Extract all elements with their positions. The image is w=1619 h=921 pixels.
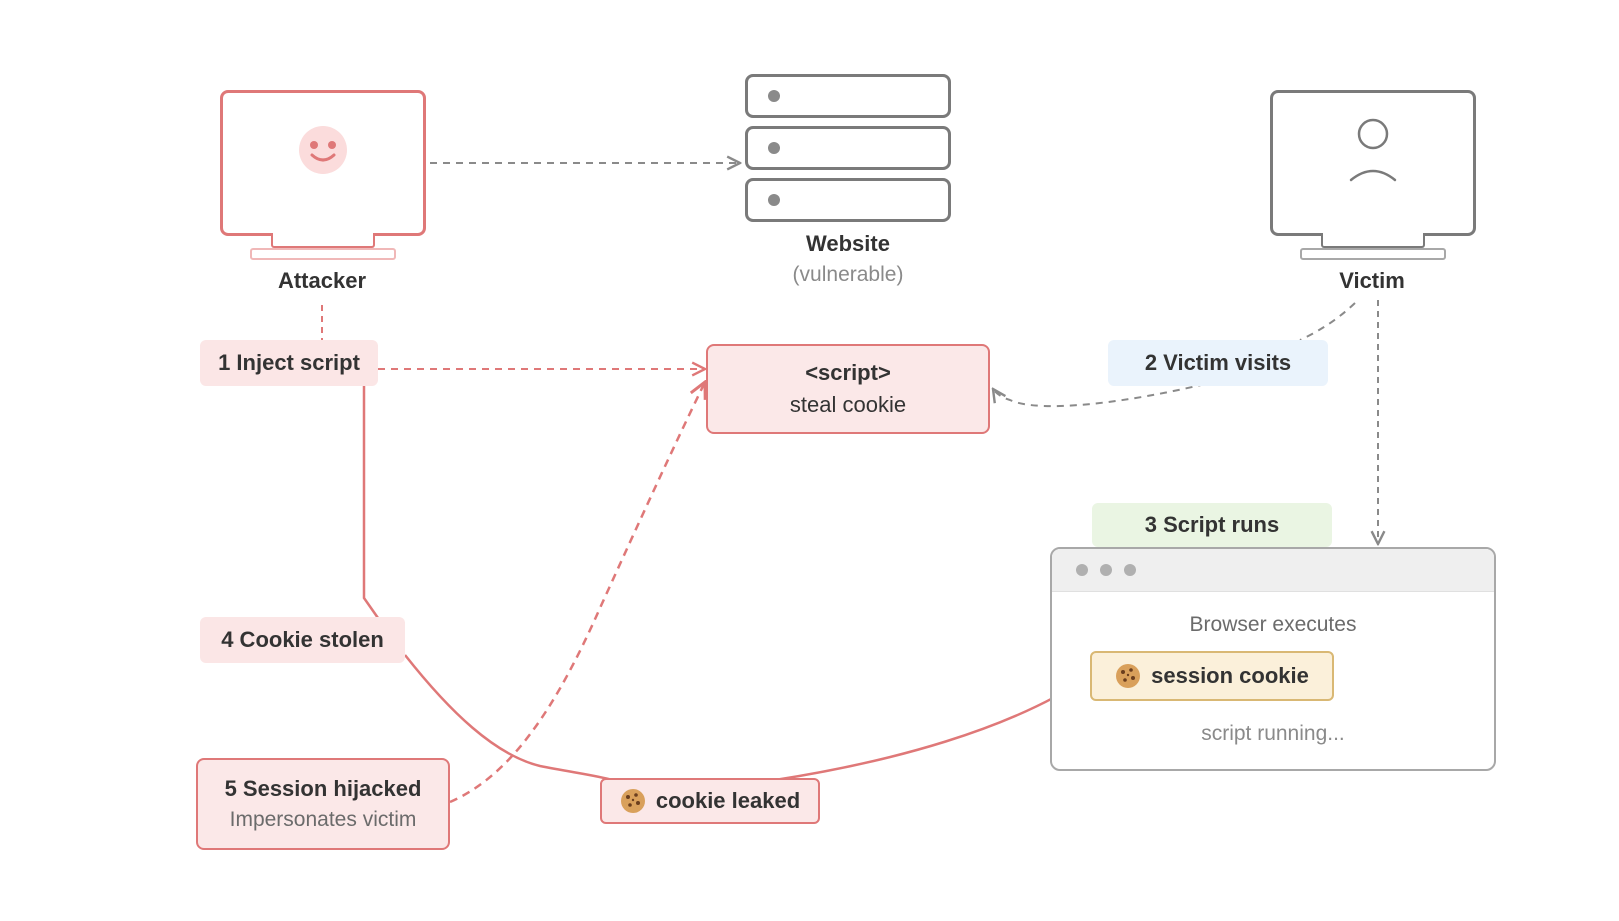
line-leak-to-session-cookie: [774, 674, 1091, 782]
victim-browser-window: Browser executes session cookie script r…: [1050, 547, 1496, 771]
attacker-monitor-neck: [271, 233, 375, 248]
step4-cookie-stolen: 4 Cookie stolen: [200, 617, 405, 663]
website-server: [745, 74, 951, 224]
script-tag-text: <script>: [805, 360, 891, 385]
victim-label: Victim: [1339, 268, 1405, 293]
victim-monitor-neck: [1321, 233, 1425, 248]
attacker-monitor-base: [250, 248, 396, 260]
impersonates-victim-text: Impersonates victim: [229, 808, 417, 831]
server-stack-icon: [745, 74, 951, 224]
window-dot: [1076, 564, 1088, 576]
session-cookie-label: session cookie: [1151, 663, 1309, 688]
cookie-icon: [1116, 664, 1141, 688]
server-unit: [745, 126, 951, 170]
attacker-computer: [220, 90, 426, 265]
step3-script-runs: 3 Script runs: [1092, 503, 1332, 547]
step1-inject-script: 1 Inject script: [200, 340, 378, 386]
cookie-leaked-box: cookie leaked: [600, 778, 820, 824]
smiley-face-icon: [299, 126, 347, 174]
server-led: [768, 194, 780, 206]
website-sublabel: (vulnerable): [792, 263, 904, 286]
script-running-text: script running...: [1201, 722, 1345, 745]
attacker-label: Attacker: [277, 268, 367, 293]
line-step4-to-leak: [404, 654, 613, 782]
cookie-icon: [620, 789, 645, 813]
step2-victim-visits: 2 Victim visits: [1108, 340, 1328, 386]
browser-title-bar: [1052, 549, 1494, 592]
server-led: [768, 90, 780, 102]
steal-cookie-text: steal cookie: [789, 392, 907, 417]
line-step1-to-step4: [362, 385, 380, 619]
cookie-leaked-label: cookie leaked: [655, 788, 801, 813]
victim-monitor-base: [1300, 248, 1446, 260]
arrow-step2-to-script: [993, 383, 1206, 408]
session-cookie-box: session cookie: [1090, 651, 1334, 701]
step5-session-hijacked-box: 5 Session hijacked Impersonates victim: [196, 758, 450, 850]
server-led: [768, 142, 780, 154]
window-dot: [1100, 564, 1112, 576]
server-unit: [745, 178, 951, 222]
server-unit: [745, 74, 951, 118]
user-person-icon: [1349, 118, 1397, 182]
browser-executes-text: Browser executes: [1189, 613, 1357, 636]
victim-computer: [1270, 90, 1476, 265]
website-label: Website: [806, 231, 890, 256]
line-victim-to-step2: [1299, 302, 1356, 341]
arrow-hijack-to-script: [449, 382, 705, 804]
session-hijacked-title: 5 Session hijacked: [224, 776, 422, 801]
window-dot: [1124, 564, 1136, 576]
malicious-script-box: <script> steal cookie: [706, 344, 990, 434]
